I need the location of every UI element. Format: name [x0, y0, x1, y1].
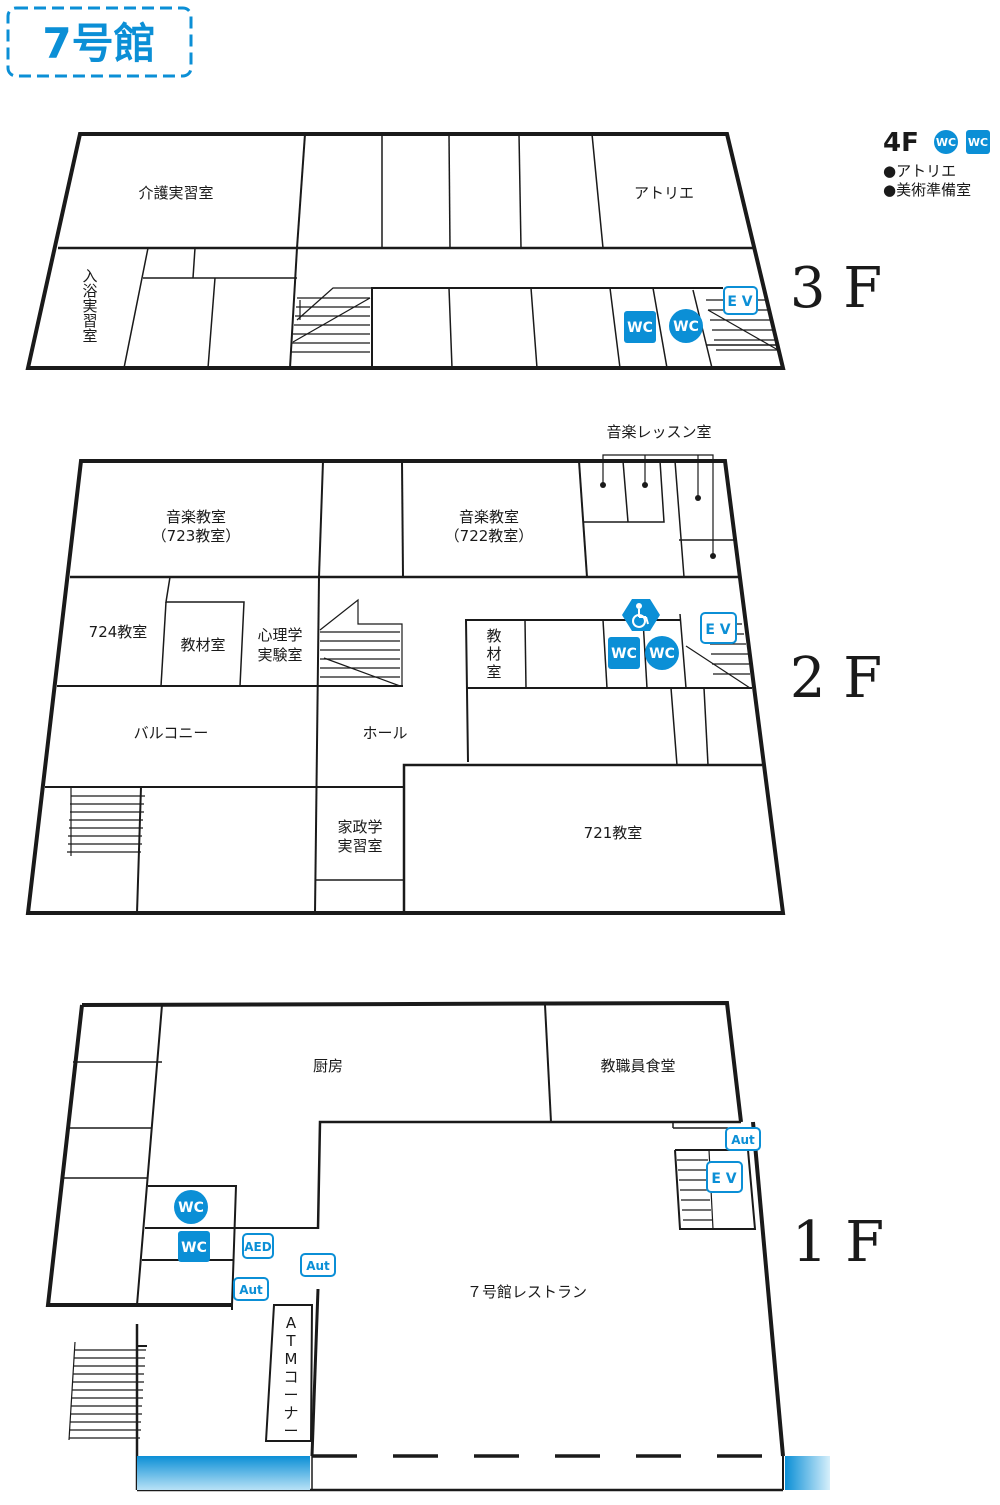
svg-text:T: T	[285, 1332, 296, 1350]
room-kyozai: 教材室	[180, 636, 225, 654]
svg-text:材: 材	[486, 645, 501, 663]
svg-text:M: M	[285, 1350, 298, 1368]
entrance-marker	[785, 1456, 830, 1490]
building-title: 7号館	[42, 19, 155, 68]
room-balcony: バルコニー	[134, 724, 209, 742]
svg-text:入: 入	[82, 267, 97, 285]
aed-icon	[242, 1233, 274, 1259]
floor-label-1f: 1 F	[792, 1210, 884, 1275]
wc-icon-label: WC	[673, 319, 699, 335]
room-lesson: 音楽レッスン室	[606, 423, 711, 441]
auto-door-label: Aut	[306, 1259, 330, 1273]
wc-icon	[966, 130, 990, 154]
svg-text:心理学: 心理学	[257, 626, 302, 644]
floor-1f-plan	[45, 1000, 785, 1492]
elevator-icon	[706, 1161, 743, 1193]
svg-text:室: 室	[82, 327, 97, 345]
floor-3f-plan	[25, 132, 786, 370]
elevator-label: E V	[705, 622, 730, 638]
auto-door-icon	[725, 1127, 761, 1151]
stairs-1f-left	[68, 1341, 146, 1441]
room-atelier: アトリエ	[634, 184, 694, 202]
floor-2f-plan	[25, 459, 786, 915]
svg-text:（723教室）: （723教室）	[152, 527, 241, 545]
svg-text:教: 教	[486, 627, 501, 645]
wc-icon	[669, 309, 703, 343]
legend-floor-label: 4F	[883, 128, 919, 158]
svg-text:音楽教室: 音楽教室	[166, 508, 226, 526]
callout-lesson-rooms: 音楽レッスン室	[600, 423, 716, 559]
entrance-marker	[137, 1456, 310, 1490]
room-music-722: 音楽教室 （722教室）	[445, 508, 534, 545]
wc-icon-label: WC	[178, 1200, 204, 1216]
room-hall: ホール	[362, 724, 407, 742]
svg-text:室: 室	[486, 663, 501, 681]
room-kyozai-vertical: 教 材 室	[486, 627, 501, 681]
auto-door-label: Aut	[239, 1283, 263, 1297]
svg-text:実験室: 実験室	[257, 646, 302, 664]
svg-text:（722教室）: （722教室）	[445, 527, 534, 545]
wc-icon	[174, 1190, 208, 1224]
wc-icon	[934, 130, 958, 154]
wc-icon	[645, 636, 679, 670]
room-bath: 入 浴 実 習 室	[82, 267, 97, 345]
room-psych-lab: 心理学 実験室	[257, 626, 302, 664]
floor-label-3f: 3 F	[790, 256, 882, 321]
auto-door-label: Aut	[731, 1133, 755, 1147]
wc-icon-label: WC	[181, 1240, 207, 1256]
wc-icon	[608, 637, 640, 669]
svg-text:ー: ー	[283, 1422, 298, 1440]
legend-item-atelier: ●アトリエ	[883, 162, 956, 180]
room-restaurant: ７号館レストラン	[467, 1283, 587, 1301]
svg-text:実習室: 実習室	[337, 837, 382, 855]
room-kaigo: 介護実習室	[138, 184, 213, 202]
wheelchair-glyph	[632, 603, 649, 628]
wc-icon-label: WC	[627, 320, 653, 336]
svg-text:コ: コ	[283, 1368, 298, 1386]
elevator-label: E V	[727, 294, 752, 310]
stairs-3f-left	[291, 287, 373, 368]
wc-icon-label: WC	[968, 136, 988, 149]
legend-item-art-prep: ●美術準備室	[883, 181, 971, 199]
svg-text:ー: ー	[283, 1386, 298, 1404]
svg-text:家政学: 家政学	[337, 818, 382, 836]
wc-icon-label: WC	[936, 136, 956, 149]
elevator-icon	[723, 286, 758, 315]
stairs-2f-left	[67, 788, 145, 856]
room-atm-corner: A T M コ ー ナ ー	[283, 1314, 298, 1440]
svg-text:ナ: ナ	[283, 1404, 298, 1422]
svg-text:実: 実	[82, 297, 97, 315]
elevator-icon	[700, 612, 737, 644]
room-music-723: 音楽教室 （723教室）	[152, 508, 241, 545]
wc-icon	[624, 311, 656, 343]
room-721: 721教室	[584, 824, 643, 842]
svg-text:習: 習	[82, 312, 97, 330]
auto-door-icon	[233, 1277, 269, 1301]
auto-door-icon	[300, 1253, 336, 1277]
room-724: 724教室	[89, 623, 148, 641]
svg-text:音楽教室: 音楽教室	[459, 508, 519, 526]
legend-4f: 4F WC WC ●アトリエ ●美術準備室	[883, 128, 990, 199]
svg-text:浴: 浴	[82, 282, 97, 300]
svg-text:A: A	[286, 1314, 297, 1332]
wc-icon-label: WC	[611, 646, 637, 662]
elevator-label: E V	[711, 1171, 736, 1187]
floor-label-2f: 2 F	[790, 646, 882, 711]
building-title-badge: 7号館	[6, 6, 193, 78]
wc-icon-label: WC	[649, 646, 675, 662]
wc-icon	[178, 1231, 210, 1262]
aed-label: AED	[244, 1240, 271, 1254]
room-kitchen: 厨房	[313, 1057, 343, 1075]
room-kasei-lab: 家政学 実習室	[337, 818, 382, 855]
stairs-2f-center	[319, 598, 403, 687]
room-staff-dining: 教職員食堂	[600, 1057, 675, 1075]
